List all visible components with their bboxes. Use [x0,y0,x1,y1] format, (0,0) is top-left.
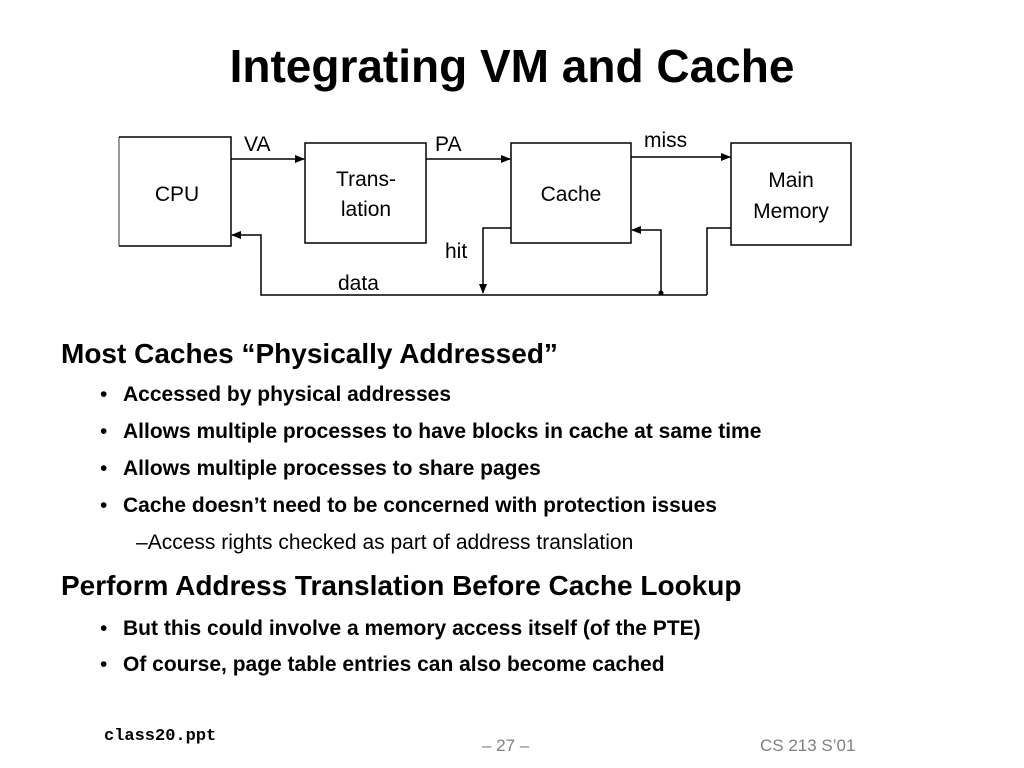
translation-label-line1: Trans- [336,168,396,191]
miss-label: miss [644,129,687,152]
footer-course-label: CS 213 S’01 [760,736,856,755]
bullet-dot: • [100,420,108,443]
list-item: • Allows multiple processes to share page… [100,456,541,482]
cpu-label: CPU [155,183,199,206]
bullet-dot: • [100,383,108,406]
main-memory-box: Main Memory [730,142,852,246]
bullet-text: Cache doesn’t need to be concerned with … [123,494,717,517]
bullet-text: Allows multiple processes to share pages [123,457,541,480]
memory-return-line [706,227,731,295]
bullet-dot: • [100,653,108,676]
list-item: • Allows multiple processes to have block… [100,419,761,445]
sub-bullet-dash: – [136,531,148,554]
section-heading-translation-before-lookup: Perform Address Translation Before Cache… [61,570,742,601]
cache-box: Cache [510,142,632,244]
cache-fill-arrow [631,226,662,293]
bullet-dot: • [100,617,108,640]
cache-label: Cache [541,183,602,206]
bullet-text: Accessed by physical addresses [123,383,452,406]
bullet-dot: • [100,494,108,517]
list-item: • Cache doesn’t need to be concerned with… [100,493,717,519]
bullet-text: Allows multiple processes to have blocks… [123,420,762,443]
sub-bullet-text: Access rights checked as part of address… [147,531,634,554]
main-memory-label-line2: Memory [753,200,829,223]
sub-list-item: –Access rights checked as part of addres… [136,530,633,556]
list-item: • But this could involve a memory access … [100,616,701,642]
bullet-text: But this could involve a memory access i… [123,617,701,640]
bullet-dot: • [100,457,108,480]
bullet-text: Of course, page table entries can also b… [123,653,665,676]
list-item: • Of course, page table entries can also … [100,652,665,678]
translation-label-line2: lation [341,198,391,221]
list-item: • Accessed by physical addresses [100,382,451,408]
pa-label: PA [435,133,461,156]
hit-label: hit [445,240,467,263]
cpu-box: CPU [118,136,232,247]
section-heading-physically-addressed: Most Caches “Physically Addressed” [61,338,558,369]
main-memory-label-line1: Main [768,169,814,192]
slide-title: Integrating VM and Cache [229,40,795,92]
footer-page-number: – 27 – [482,736,530,755]
translation-box: Trans- lation [304,142,427,244]
footer-filename: class20.ppt [104,727,217,746]
data-bus-arrow [231,231,707,296]
hit-arrow [479,227,511,294]
va-label: VA [244,133,270,156]
vm-cache-diagram: CPU Trans- lation Cache Main Memory VA P… [118,129,852,296]
data-label: data [338,272,379,295]
